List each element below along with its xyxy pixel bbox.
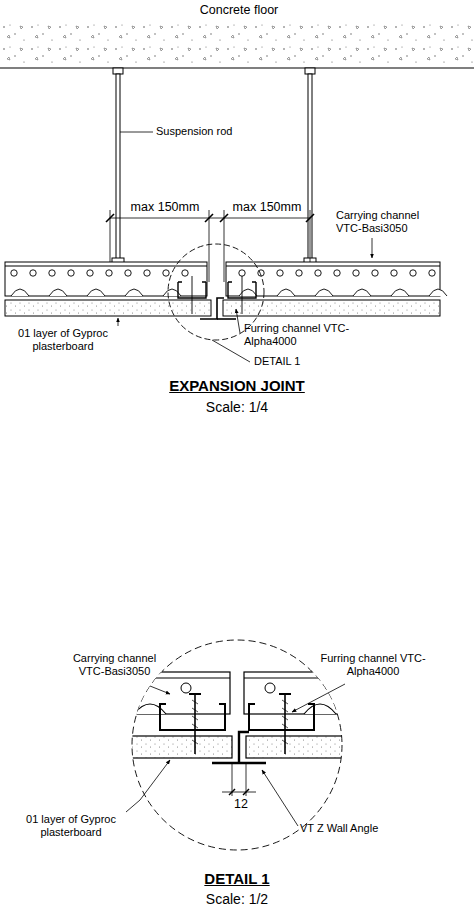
part-label: Carrying channel VTC-Basi3050: [62, 652, 167, 678]
detail-callout: DETAIL 1: [254, 355, 334, 368]
part-label: Furring channel VTC-Alpha4000: [318, 652, 428, 678]
part-label: 01 layer of Gyproc plasterboard: [8, 327, 118, 353]
part-label: 01 layer of Gyproc plasterboard: [16, 813, 126, 839]
part-label: Furring channel VTC-Alpha4000: [244, 322, 354, 348]
dimension-text: 12: [229, 797, 253, 812]
part-label: Suspension rod: [156, 125, 256, 138]
dimension-text: max 150mm: [222, 200, 312, 215]
dimension-text: max 150mm: [120, 200, 210, 215]
floor-label: Concrete floor: [192, 3, 286, 18]
scale-note: Scale: 1/2: [137, 891, 337, 908]
part-label: VT Z Wall Angle: [300, 822, 410, 835]
part-label: Carrying channel VTC-Basi3050: [336, 209, 446, 235]
scale-note: Scale: 1/4: [137, 399, 337, 416]
drawing-title: DETAIL 1: [137, 870, 337, 888]
drawing-title: EXPANSION JOINT: [137, 377, 337, 395]
